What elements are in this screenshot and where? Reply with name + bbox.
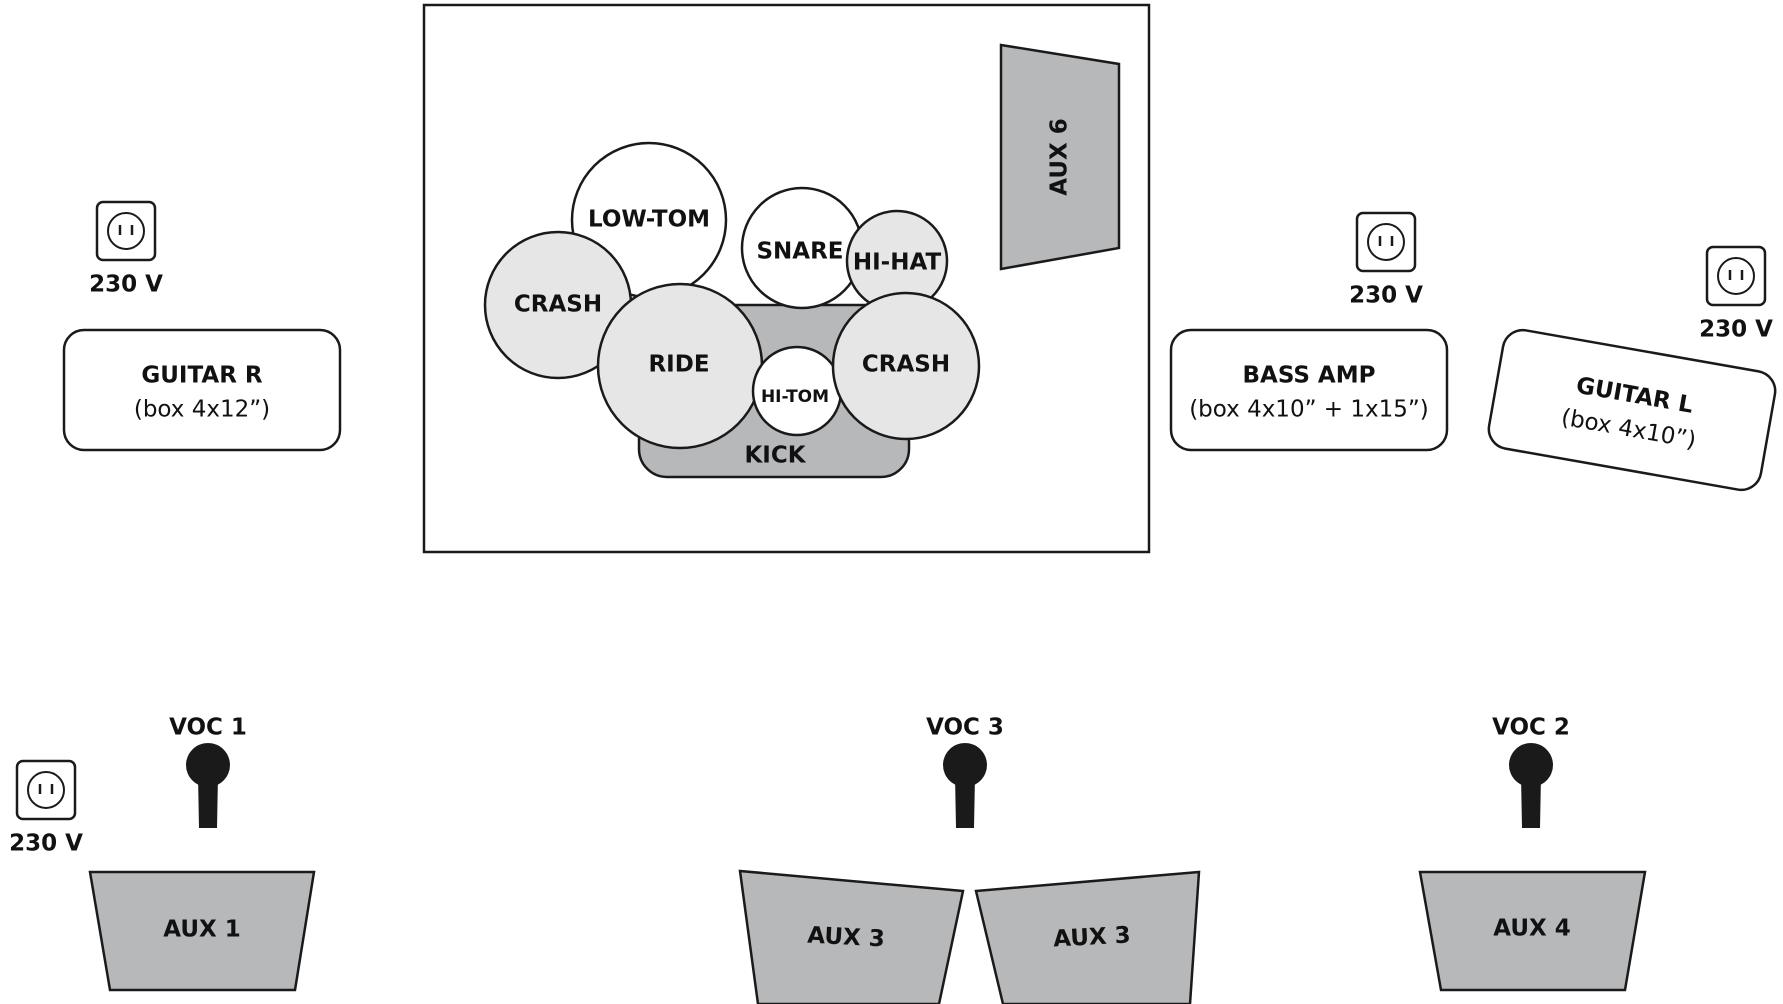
power-outlet-icon [1705,245,1767,307]
snare-label: SNARE [756,239,843,265]
aux3-right-monitor: AUX 3 [974,870,1201,1004]
crash-left: CRASH [483,230,633,380]
outlet-4-voltage: 230 V [9,831,83,857]
guitar-r-amp: GUITAR R (box 4x12”) [62,328,342,452]
voc3-position: VOC 3 [926,715,1004,828]
crash-right: CRASH [831,291,981,441]
aux3-left-shape [738,869,965,1004]
aux4-shape [1418,870,1647,992]
power-outlet-2: 230 V [1349,211,1423,309]
aux4-monitor: AUX 4 [1418,870,1647,992]
low-tom-label: LOW-TOM [588,207,710,233]
bass-amp-title: BASS AMP [1243,363,1376,389]
snare-drum: SNARE [740,186,864,310]
aux3-right-shape [974,870,1201,1004]
guitar-r-title: GUITAR R [141,363,263,389]
microphone-icon [186,743,230,828]
bass-amp-spec: (box 4x10” + 1x15”) [1189,397,1429,423]
aux1-shape [88,870,316,992]
hi-hat-label: HI-HAT [853,250,942,276]
bass-amp: BASS AMP (box 4x10” + 1x15”) [1169,328,1449,452]
power-outlet-3: 230 V [1699,245,1773,343]
aux6-shape [999,43,1121,271]
outlet-2-voltage: 230 V [1349,283,1423,309]
voc3-label: VOC 3 [926,715,1004,741]
hi-tom-label: HI-TOM [761,387,829,407]
kick-label: KICK [744,443,806,469]
aux3-right-label: AUX 3 [1053,922,1132,952]
bass-amp-box [1169,328,1449,452]
crash-right-shape [831,291,981,441]
hi-hat: HI-HAT [845,209,949,313]
power-outlet-icon [1355,211,1417,273]
microphone-icon [1509,743,1553,828]
aux1-monitor: AUX 1 [88,870,316,992]
aux3-left-label: AUX 3 [807,922,886,952]
drum-riser: AUX 6 LOW-TOM KICK CRASH RIDE SNARE [422,3,1151,554]
ride-cymbal: RIDE [596,282,764,450]
voc1-position: VOC 1 [169,715,247,828]
ride-label: RIDE [648,352,709,378]
aux4-label: AUX 4 [1493,916,1571,942]
aux1-label: AUX 1 [163,917,241,943]
crash-left-label: CRASH [514,292,602,318]
voc1-label: VOC 1 [169,715,247,741]
power-outlet-4: 230 V [9,759,83,857]
voc2-position: VOC 2 [1492,715,1570,828]
power-outlet-icon [95,200,157,262]
aux6-monitor: AUX 6 [999,43,1121,271]
power-outlet-1: 230 V [89,200,163,298]
voc2-label: VOC 2 [1492,715,1570,741]
guitar-l-box [1487,328,1777,492]
power-outlet-icon [15,759,77,821]
hi-tom: HI-TOM [751,345,843,437]
guitar-r-spec: (box 4x12”) [134,397,270,423]
outlet-3-voltage: 230 V [1699,317,1773,343]
guitar-r-box [62,328,342,452]
aux6-label: AUX 6 [1047,118,1073,196]
aux3-left-monitor: AUX 3 [738,869,965,1004]
microphone-icon [943,743,987,828]
guitar-l-amp: GUITAR L (box 4x10”) [1487,328,1777,492]
crash-right-label: CRASH [862,352,950,378]
outlet-1-voltage: 230 V [89,272,163,298]
